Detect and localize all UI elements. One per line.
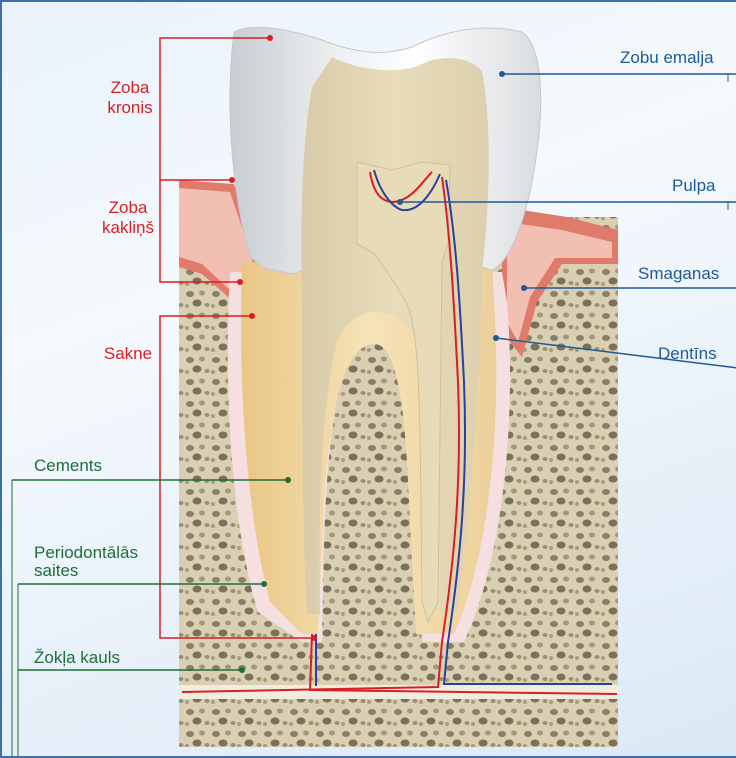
label-pulp: Pulpa: [672, 176, 715, 196]
label-root: Sakne: [98, 344, 158, 364]
label-gums: Smaganas: [638, 264, 719, 284]
label-crown: Zoba kronis: [98, 78, 162, 118]
label-cementum: Cements: [34, 456, 102, 476]
label-neck: Zoba kakliņš: [94, 198, 162, 238]
label-dentin: Dentīns: [658, 344, 717, 364]
label-enamel: Zobu emalja: [620, 48, 714, 68]
label-jawbone: Žokļa kauls: [34, 648, 120, 668]
label-periodontal-ligament: Periodontālās saites: [34, 544, 138, 580]
